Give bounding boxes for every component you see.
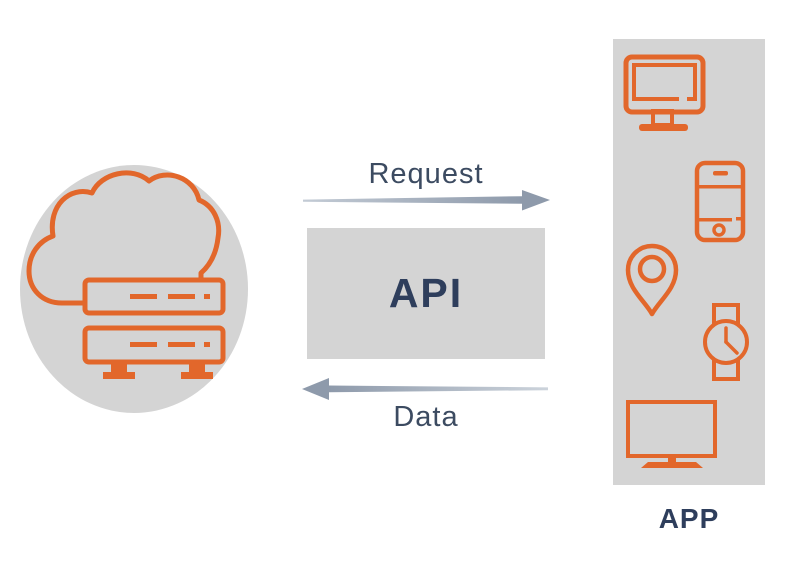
app-devices-panel	[613, 39, 765, 485]
arrow-head	[522, 190, 550, 211]
watch-hour-hand	[724, 340, 739, 355]
data-label: Data	[393, 401, 459, 433]
request-arrow-right-icon	[303, 190, 550, 211]
monitor-screen	[632, 63, 697, 101]
data-arrow-left-icon	[302, 378, 548, 400]
location-pin-icon	[625, 243, 679, 317]
tv-screen	[626, 400, 717, 458]
pin-inner-circle	[637, 254, 667, 284]
desktop-monitor-icon	[623, 54, 706, 131]
phone-bottom-line	[698, 218, 732, 222]
arrow-head	[302, 378, 329, 400]
server-led	[204, 294, 210, 299]
api-label: API	[388, 270, 464, 316]
tv-base	[641, 462, 703, 468]
monitor-notch-gap	[679, 95, 687, 103]
phone-speaker	[713, 171, 728, 176]
tv-icon	[626, 400, 717, 468]
tv-neck	[668, 456, 676, 464]
cloud-server-icon	[26, 170, 226, 379]
smartphone-icon	[694, 160, 746, 243]
cloud-outline	[26, 170, 222, 306]
pin-outline	[625, 243, 679, 317]
arrow-shaft	[303, 196, 522, 204]
phone-body	[694, 160, 746, 243]
server-led	[168, 294, 195, 299]
arrow-shaft	[329, 385, 548, 393]
monitor-base	[639, 124, 688, 131]
server-leg	[189, 362, 205, 374]
phone-top-line	[698, 185, 742, 189]
server-foot	[103, 372, 135, 379]
phone-home-button	[712, 223, 726, 237]
cloud-server-node	[20, 165, 248, 413]
api-node: API	[307, 228, 545, 359]
server-leg	[111, 362, 127, 374]
app-label: APP	[658, 503, 720, 534]
server-foot	[181, 372, 213, 379]
smartwatch-icon	[703, 303, 749, 381]
phone-bottom-dash	[736, 217, 743, 221]
request-label: Request	[368, 158, 484, 190]
server-led	[130, 342, 157, 347]
server-led	[204, 342, 210, 347]
server-led	[130, 294, 157, 299]
server-led	[168, 342, 195, 347]
